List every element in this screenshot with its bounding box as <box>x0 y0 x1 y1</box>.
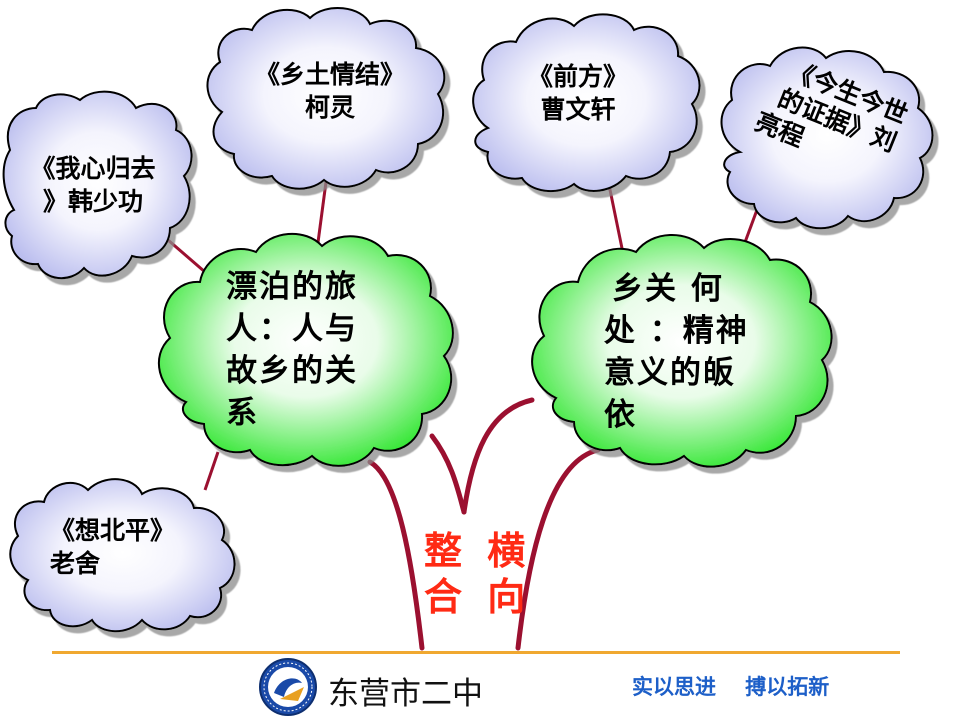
theme-right: 乡关 何 处 ：精神 意义的皈 依 <box>604 268 804 436</box>
theme-line: 处 ：精神 <box>604 313 749 349</box>
theme-line: 人：人与 <box>226 311 358 347</box>
branch-trunk-right <box>515 447 601 651</box>
theme-line: 乡关 何 <box>612 271 724 307</box>
cloud-xiangbeiping <box>9 478 236 633</box>
cloud-qianfang <box>472 13 701 193</box>
connector-lines <box>167 179 770 491</box>
work-title-line: 《想北平》 <box>50 516 176 545</box>
connector-xiangbeiping <box>203 451 220 491</box>
theme-line: 故乡的关 <box>226 353 358 389</box>
work-woxinguiqu: 《我心归去 》韩少功 <box>0 152 186 218</box>
branch-trunk-left <box>367 459 425 651</box>
cloud-woxinguiqu <box>2 90 193 280</box>
root-label-line: 整 横 <box>424 529 532 573</box>
work-xiangbeiping: 《想北平》 老舍 <box>42 514 202 580</box>
school-logo <box>259 658 317 716</box>
connector-qianfang <box>606 179 626 259</box>
connector-woxinguiqu <box>167 238 206 274</box>
work-author-line: 老舍 <box>50 549 101 578</box>
theme-left: 漂泊的旅 人：人与 故乡的关 系 <box>226 266 426 434</box>
cloud-xiangtuqingjie <box>206 6 446 190</box>
work-title-line: 《我心归去 <box>30 154 156 183</box>
school-name: 东营市二中 <box>328 676 483 712</box>
work-xiangtuqingjie: 《乡土情结》 柯灵 <box>232 58 428 124</box>
theme-line: 漂泊的旅 <box>226 269 358 305</box>
work-author-line: 曹文轩 <box>540 95 616 124</box>
branch-inner-right <box>461 397 535 515</box>
work-author-line: 柯灵 <box>304 93 355 122</box>
work-qianfang: 《前方》 曹文轩 <box>488 60 668 126</box>
cloud-theme-right <box>531 234 833 468</box>
cloud-jinshengjinshi <box>720 46 934 230</box>
connector-xiangtuqingjie <box>315 181 328 251</box>
school-slogan: 实以思进 搏以拓新 <box>632 674 830 699</box>
branch-inner-left <box>429 433 467 515</box>
cloud-theme-left <box>157 233 454 467</box>
work-title-line: 《乡土情结》 <box>254 60 405 89</box>
root-label-line: 合 向 <box>424 575 532 619</box>
footer-divider <box>52 651 900 654</box>
tree-branches <box>367 397 601 651</box>
theme-line: 意义的皈 <box>604 355 736 391</box>
work-author-line: 》韩少功 <box>42 187 143 216</box>
work-title-line: 《前方》 <box>527 62 628 91</box>
root-label: 整 横 合 向 <box>424 528 531 620</box>
theme-line: 依 <box>604 397 637 433</box>
theme-line: 系 <box>226 395 259 431</box>
